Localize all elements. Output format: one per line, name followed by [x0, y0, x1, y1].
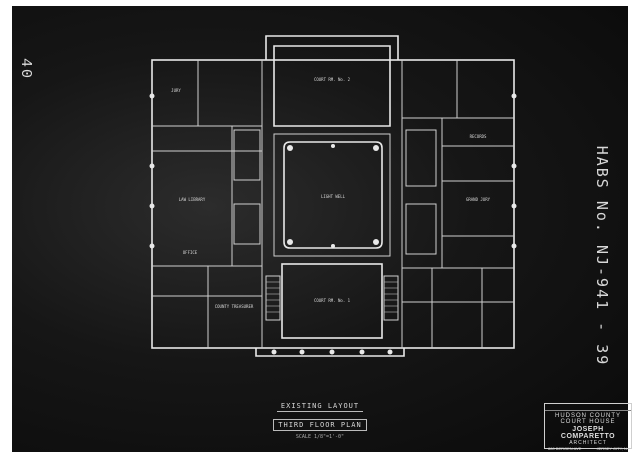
blueprint-sheet: 40 HABS No. NJ-941 - 39 [12, 6, 632, 452]
title-block-courthouse: COURT HOUSE [560, 419, 616, 425]
room-label-law-library: LAW LIBRARY [179, 197, 206, 202]
title-block-address: 880 BERGEN AVE JERSEY CITY, N. [545, 446, 631, 451]
room-label-court-south: COURT RM. No. 1 [314, 298, 351, 303]
title-block-county: HUDSON COUNTY [554, 413, 621, 419]
title-block-architect-name: JOSEPH COMPARETTO [560, 426, 616, 440]
room-label-records: RECORDS [470, 134, 487, 139]
title-block-architect-label: ARCHITECT [569, 440, 607, 446]
caption-existing-layout: EXISTING LAYOUT [276, 402, 364, 412]
title-block-address-right: JERSEY CITY, N. [596, 446, 628, 451]
caption-floor-plan: THIRD FLOOR PLAN [273, 419, 367, 431]
room-label-office: OFFICE [183, 250, 198, 255]
title-block-revision-row [545, 404, 631, 411]
room-label-light-well: LIGHT WELL [321, 194, 346, 199]
room-label-court-north: COURT RM. No. 2 [314, 77, 351, 82]
plan-caption: EXISTING LAYOUT THIRD FLOOR PLAN SCALE 1… [260, 393, 380, 440]
room-label-grand-jury: GRAND JURY [466, 197, 491, 202]
title-block-address-left: 880 BERGEN AVE [548, 446, 582, 451]
room-label-jury: JURY [171, 88, 181, 93]
room-label-treasurer: COUNTY TREASURER [215, 304, 254, 309]
caption-scale: SCALE 1/8"=1'-0" [295, 434, 345, 440]
title-block: HUDSON COUNTY COURT HOUSE JOSEPH COMPARE… [544, 403, 632, 451]
floor-plan-drawing: COURT RM. No. 2 LIGHT WELL COURT RM. No.… [149, 35, 517, 357]
